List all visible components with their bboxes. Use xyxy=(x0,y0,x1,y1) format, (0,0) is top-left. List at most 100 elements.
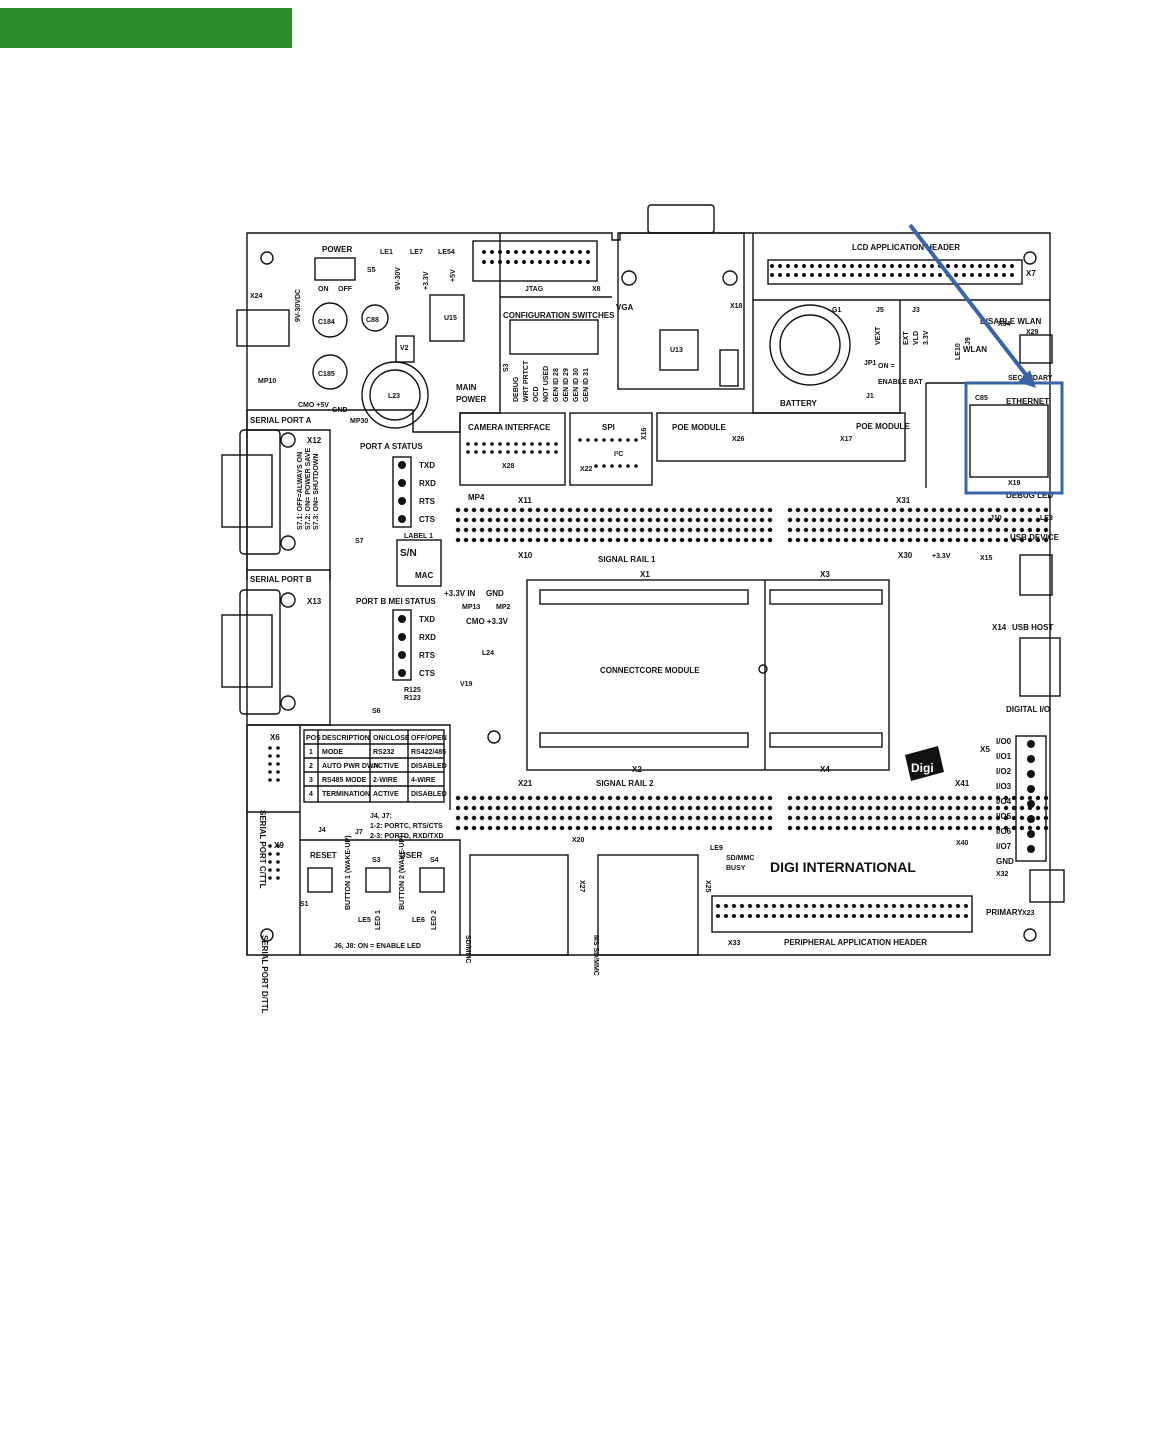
jtag-pin xyxy=(562,250,566,254)
rail1-pin xyxy=(599,537,605,543)
label-jp1: JP1 xyxy=(864,360,877,367)
i2c-pin xyxy=(634,464,638,468)
label-button-2: BUTTON 2 (WAKE-UP) xyxy=(399,835,406,910)
rail1b-pin xyxy=(947,527,953,533)
rail1b-pin xyxy=(995,527,1001,533)
rail2-pin xyxy=(463,825,469,831)
rail2b-pin xyxy=(971,805,977,811)
rail1-pin xyxy=(591,527,597,533)
rail2-pin xyxy=(735,825,741,831)
rail2-pin xyxy=(767,795,773,801)
label-le3: LE3 xyxy=(1040,515,1053,522)
config-label-6: GEN ID 29 xyxy=(563,368,570,402)
peripheral-pin xyxy=(756,914,760,918)
rail2b-pin xyxy=(891,815,897,821)
rail1-pin xyxy=(543,537,549,543)
rail2-pin xyxy=(687,795,693,801)
rail2-pin xyxy=(743,825,749,831)
rail1-pin xyxy=(727,517,733,523)
rail1b-pin xyxy=(971,537,977,543)
capacitor-c185 xyxy=(312,354,348,390)
rail2-pin xyxy=(487,805,493,811)
rail1b-pin xyxy=(995,517,1001,523)
rail1-pin xyxy=(663,517,669,523)
label-port-a-status: PORT A STATUS xyxy=(360,442,423,451)
rail1-pin xyxy=(703,537,709,543)
rail1b-pin xyxy=(883,517,889,523)
lcd-pin xyxy=(770,264,774,268)
rail2-pin xyxy=(479,825,485,831)
rail1-pin xyxy=(463,517,469,523)
serial-d-pin xyxy=(276,868,280,872)
lcd-pin xyxy=(842,273,846,277)
digital-io-label-1: I/O1 xyxy=(996,752,1012,761)
rail1b-pin xyxy=(795,527,801,533)
rail1b-pin xyxy=(939,517,945,523)
rail1-pin xyxy=(727,537,733,543)
rail1-pin xyxy=(599,527,605,533)
rail1-pin xyxy=(759,527,765,533)
rail1-pin xyxy=(519,527,525,533)
rail1-pin xyxy=(703,527,709,533)
rail2-pin xyxy=(575,805,581,811)
rail2-pin xyxy=(711,805,717,811)
label-x16: X16 xyxy=(641,427,648,440)
rail2b-pin xyxy=(819,825,825,831)
rail1-pin xyxy=(607,517,613,523)
rail1b-pin xyxy=(827,527,833,533)
rail1b-pin xyxy=(1035,507,1041,513)
label-camera-interface: CAMERA INTERFACE xyxy=(468,423,551,432)
lcd-pin xyxy=(962,273,966,277)
rail2-pin xyxy=(471,825,477,831)
rail2-pin xyxy=(639,805,645,811)
label-3v3-in: +3.3V IN xyxy=(444,589,476,598)
connector-x3 xyxy=(769,589,883,605)
digi-logo-text: Digi xyxy=(911,761,934,775)
lcd-pin xyxy=(786,264,790,268)
digital-io-label-2: I/O2 xyxy=(996,767,1012,776)
rail1-pin xyxy=(695,527,701,533)
jtag-pin xyxy=(498,260,502,264)
label-signal-rail-2: SIGNAL RAIL 2 xyxy=(596,779,654,788)
rail2-pin xyxy=(703,805,709,811)
peripheral-pin xyxy=(836,904,840,908)
rail1-pin xyxy=(559,517,565,523)
label-c184: C184 xyxy=(318,319,335,326)
rail1-pin xyxy=(695,507,701,513)
lcd-pin xyxy=(1002,273,1006,277)
peripheral-pin xyxy=(796,914,800,918)
lcd-pin xyxy=(914,273,918,277)
rail2-pin xyxy=(615,795,621,801)
rail1-pin xyxy=(495,507,501,513)
rail1b-pin xyxy=(907,527,913,533)
rail2-pin xyxy=(647,815,653,821)
label-led-1: LED 1 xyxy=(375,910,382,930)
rail1b-pin xyxy=(1011,507,1017,513)
rail2b-pin xyxy=(1011,815,1017,821)
label-on-enable: ON = xyxy=(878,363,895,370)
peripheral-pin xyxy=(812,914,816,918)
rail1-pin xyxy=(615,507,621,513)
rail2b-pin xyxy=(939,825,945,831)
lcd-pin xyxy=(1010,273,1014,277)
rail1-pin xyxy=(687,527,693,533)
rail1-pin xyxy=(455,507,461,513)
label-sd-mmc-busy: SD/MMC xyxy=(726,855,754,862)
rail1b-pin xyxy=(907,537,913,543)
jtag-pin xyxy=(538,260,542,264)
rail1-pin xyxy=(511,517,517,523)
rail2-pin xyxy=(583,825,589,831)
rail2b-pin xyxy=(915,795,921,801)
rail2-pin xyxy=(583,815,589,821)
label-txd-a: TXD xyxy=(419,461,435,470)
rail2b-pin xyxy=(1003,825,1009,831)
rail2-pin xyxy=(631,815,637,821)
rail2b-pin xyxy=(1043,815,1049,821)
lcd-pin xyxy=(874,264,878,268)
terminal-pin xyxy=(1027,845,1035,853)
rail1b-pin xyxy=(803,527,809,533)
rail1b-pin xyxy=(907,517,913,523)
rail1-pin xyxy=(575,517,581,523)
label-s7: S7 xyxy=(355,538,364,545)
peripheral-pin xyxy=(828,914,832,918)
